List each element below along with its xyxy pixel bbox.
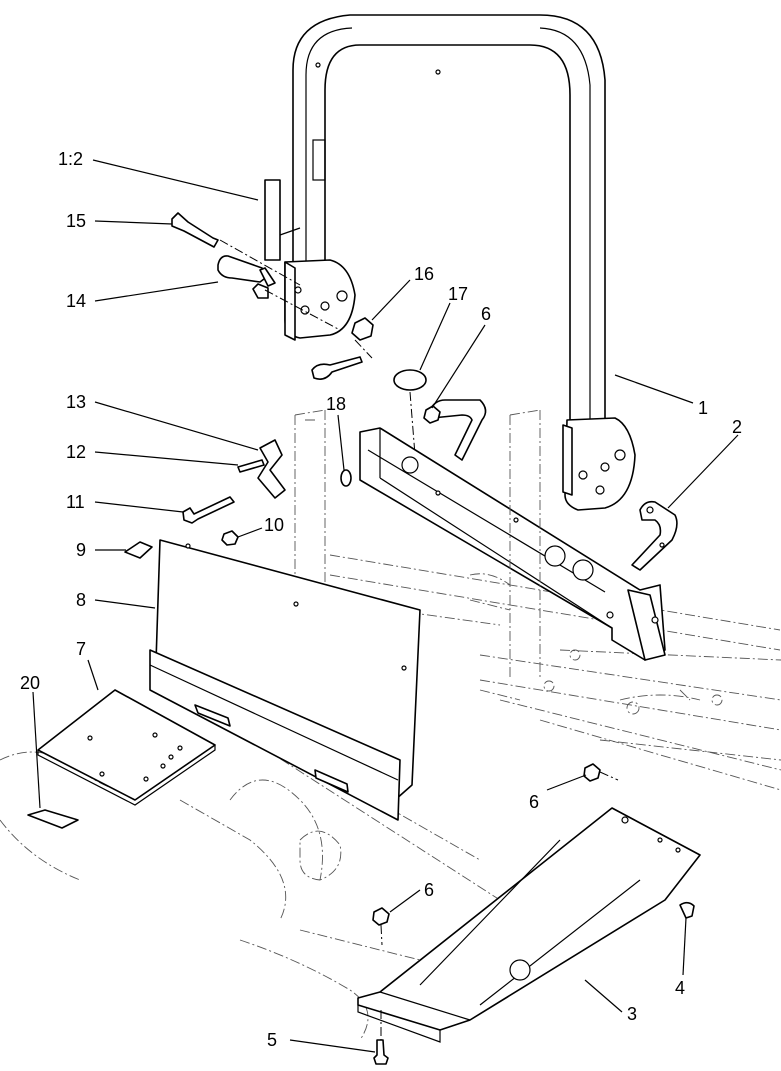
callout-labels: 1:2 15 14 16 17 6 1 2 13 18 12 11 10 9 8…	[20, 149, 742, 1050]
callout-2: 2	[732, 417, 742, 437]
clevis-pin	[679, 901, 695, 919]
nut-mid	[583, 763, 601, 782]
callout-14: 14	[66, 291, 86, 311]
callout-9: 9	[76, 540, 86, 560]
nut-lower	[372, 907, 390, 926]
callout-1-2: 1:2	[58, 149, 83, 169]
lower-bracket	[357, 807, 701, 1043]
decal	[264, 179, 281, 261]
callout-10: 10	[264, 515, 284, 535]
cap	[393, 369, 427, 391]
callout-8: 8	[76, 590, 86, 610]
callout-12: 12	[66, 442, 86, 462]
small-decal	[27, 809, 79, 829]
clip-bracket	[257, 439, 286, 499]
hitch-pin-assembly	[171, 212, 341, 331]
callout-17: 17	[448, 284, 468, 304]
frame-posts	[294, 409, 541, 690]
callout-5: 5	[267, 1030, 277, 1050]
bolt	[182, 496, 235, 524]
callout-3: 3	[627, 1004, 637, 1024]
nut-small	[221, 530, 239, 546]
callout-4: 4	[675, 978, 685, 998]
nut	[351, 317, 374, 341]
callout-6-top: 6	[481, 304, 491, 324]
floor-plate	[37, 689, 216, 806]
screw	[237, 459, 265, 473]
washer	[340, 469, 352, 487]
callout-15: 15	[66, 211, 86, 231]
callout-18: 18	[326, 394, 346, 414]
carriage-bolt	[373, 1039, 389, 1065]
roll-bar-upper	[284, 14, 636, 511]
callout-7: 7	[76, 639, 86, 659]
callout-20: 20	[20, 673, 40, 693]
panel	[149, 539, 421, 821]
callout-6-lower: 6	[424, 880, 434, 900]
callout-1: 1	[698, 398, 708, 418]
callout-6-mid: 6	[529, 792, 539, 812]
clip	[124, 541, 153, 559]
leader-lines	[32, 159, 739, 1053]
lynch-pin	[311, 356, 363, 380]
roll-bar-lower	[359, 399, 678, 661]
callout-13: 13	[66, 392, 86, 412]
callout-16: 16	[414, 264, 434, 284]
callout-11: 11	[66, 492, 85, 512]
